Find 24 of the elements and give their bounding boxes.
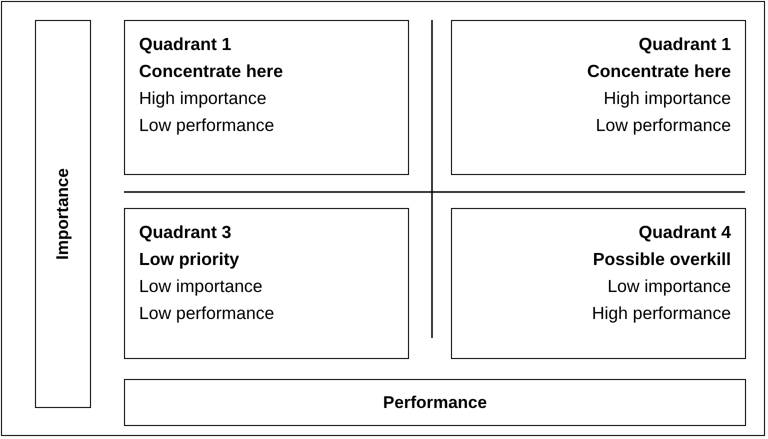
quadrant-description: Low performance <box>594 114 731 137</box>
quadrant-heading: Low priority <box>139 248 240 271</box>
quadrant-description: High performance <box>590 302 731 325</box>
quadrant-box <box>124 20 409 175</box>
axis-label-box <box>35 20 91 408</box>
quadrant-heading: Possible overkill <box>592 248 731 271</box>
axis-label: Performance <box>383 392 487 412</box>
quadrant-heading: Quadrant 1 <box>638 33 731 56</box>
quadrant-heading: Quadrant 4 <box>638 221 731 244</box>
quadrant-description: Low importance <box>606 275 731 298</box>
quadrant-heading: Concentrate here <box>139 60 284 83</box>
axis-label: Importance <box>53 168 73 260</box>
quadrant-description: Low performance <box>139 114 276 137</box>
quadrant-heading: Quadrant 1 <box>139 33 232 56</box>
quadrant-heading: Quadrant 3 <box>139 221 232 244</box>
quadrant-description: Low importance <box>139 275 264 298</box>
quadrant-box <box>451 20 746 175</box>
quadrant-heading: Concentrate here <box>586 60 731 83</box>
quadrant-description: High importance <box>139 87 268 110</box>
quadrant-box <box>451 208 746 359</box>
axis-label-box <box>124 379 746 426</box>
quadrant-description: Low performance <box>139 302 276 325</box>
quadrant-box <box>124 208 409 359</box>
quadrant-description: High importance <box>602 87 731 110</box>
